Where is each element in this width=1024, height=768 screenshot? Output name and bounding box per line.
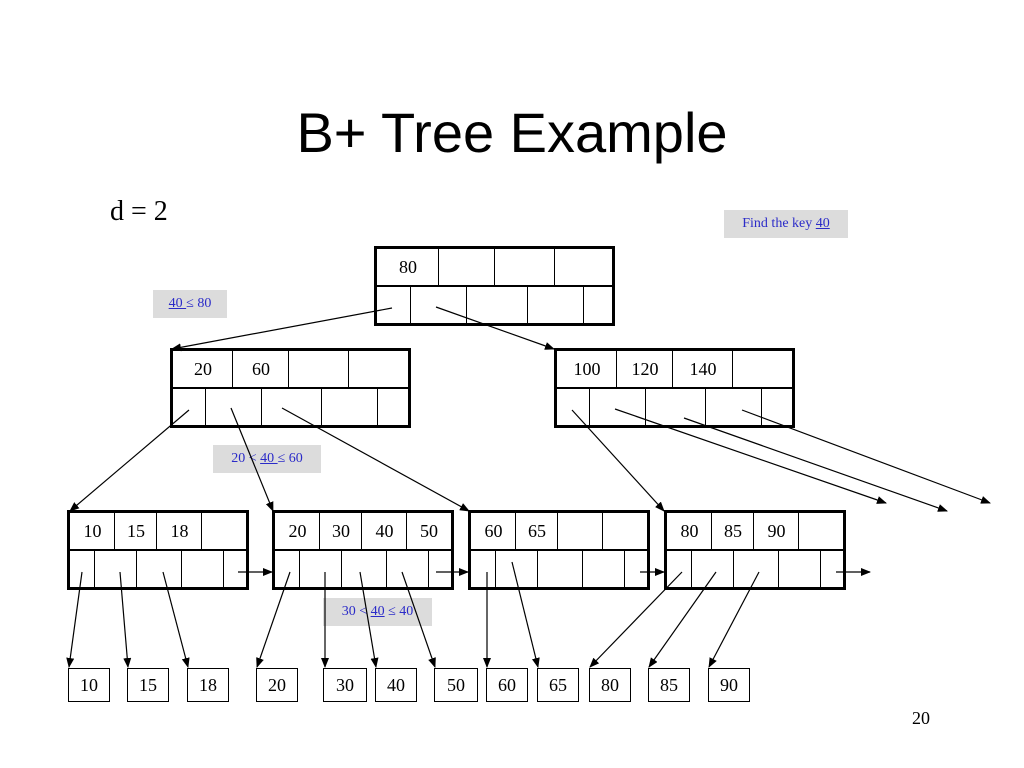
- root-key-0: 80: [399, 257, 417, 277]
- callout-internal-key: 40: [260, 451, 278, 466]
- record-box: 90: [708, 668, 750, 702]
- callout-find-key-value: 40: [815, 216, 830, 231]
- arrow-right-to-leaf4: [571, 409, 665, 512]
- callout-leaf-key: 40: [370, 604, 385, 619]
- leaf-1-key-0: 10: [83, 521, 102, 541]
- record-box: 80: [589, 668, 631, 702]
- arrow-right-out-3: [741, 409, 991, 504]
- leaf-2-key-2: 40: [375, 521, 394, 541]
- internal-left-key-1: 60: [252, 359, 270, 379]
- leaf-node-4: 80 85 90: [664, 510, 846, 590]
- arrow-rec-85: [648, 571, 717, 668]
- internal-node-right: 100 120 140: [554, 348, 795, 428]
- record-box: 15: [127, 668, 169, 702]
- arrow-rec-80: [589, 571, 683, 668]
- record-box: 10: [68, 668, 110, 702]
- arrow-rec-10: [66, 571, 83, 668]
- arrow-right-out-1: [614, 408, 887, 504]
- internal-right-key-1: 120: [631, 359, 659, 379]
- record-box: 20: [256, 668, 298, 702]
- callout-find-prefix: Find the key: [742, 216, 816, 231]
- arrow-root-to-right: [435, 306, 555, 350]
- record-box: 18: [187, 668, 229, 702]
- leaf-4-key-0: 80: [680, 521, 699, 541]
- order-parameter: d = 2: [110, 196, 168, 227]
- page-number: 20: [912, 708, 930, 728]
- callout-internal-compare: 20 < 40 ≤ 60: [213, 445, 321, 473]
- arrow-rec-40: [359, 571, 379, 668]
- leaf-3-key-1: 65: [528, 521, 546, 541]
- arrow-right-out-2: [683, 417, 948, 512]
- slide-title: B+ Tree Example: [296, 101, 728, 164]
- callout-root-compare: 40 ≤ 80: [153, 290, 227, 318]
- leaf-2-key-3: 50: [420, 521, 438, 541]
- arrow-left-to-leaf3: [281, 407, 470, 512]
- arrow-rec-18: [162, 571, 190, 668]
- record-box: 85: [648, 668, 690, 702]
- record-box: 50: [434, 668, 478, 702]
- arrow-root-to-left: [171, 307, 393, 352]
- root-node: 80: [374, 246, 615, 326]
- internal-right-key-0: 100: [573, 359, 601, 379]
- internal-right-key-2: 140: [689, 359, 717, 379]
- callout-internal-rest: ≤ 60: [277, 451, 303, 466]
- arrow-rec-90: [708, 571, 760, 668]
- callout-leaf-compare: 30 < 40 ≤ 40: [323, 598, 432, 626]
- leaf-3-key-0: 60: [484, 521, 503, 541]
- callout-leaf-rest: ≤ 40: [384, 604, 414, 619]
- leaf-4-key-2: 90: [767, 521, 786, 541]
- internal-left-key-0: 20: [194, 359, 212, 379]
- record-box: 30: [323, 668, 367, 702]
- arrow-rec-50: [401, 571, 436, 668]
- leaf-2-key-1: 30: [332, 521, 350, 541]
- callout-find-key: Find the key 40: [724, 210, 848, 238]
- arrow-rec-65: [511, 561, 540, 668]
- leaf-2-key-0: 20: [288, 521, 307, 541]
- arrow-left-to-leaf1: [69, 409, 190, 512]
- callout-root-rest: ≤ 80: [186, 296, 212, 311]
- leaf-node-1: 10 15 18: [67, 510, 249, 590]
- leaf-node-3: 60 65: [468, 510, 650, 590]
- record-box: 40: [375, 668, 417, 702]
- callout-leaf-prefix: 30 <: [341, 604, 371, 619]
- leaf-4-key-1: 85: [724, 521, 742, 541]
- arrow-left-to-leaf2: [230, 407, 274, 512]
- callout-root-key: 40: [168, 296, 187, 311]
- internal-node-left: 20 60: [170, 348, 411, 428]
- arrow-rec-20: [256, 571, 291, 668]
- record-box: 60: [486, 668, 528, 702]
- leaf-1-key-2: 18: [170, 521, 189, 541]
- arrow-rec-15: [119, 571, 132, 668]
- record-box: 65: [537, 668, 579, 702]
- leaf-1-key-1: 15: [127, 521, 145, 541]
